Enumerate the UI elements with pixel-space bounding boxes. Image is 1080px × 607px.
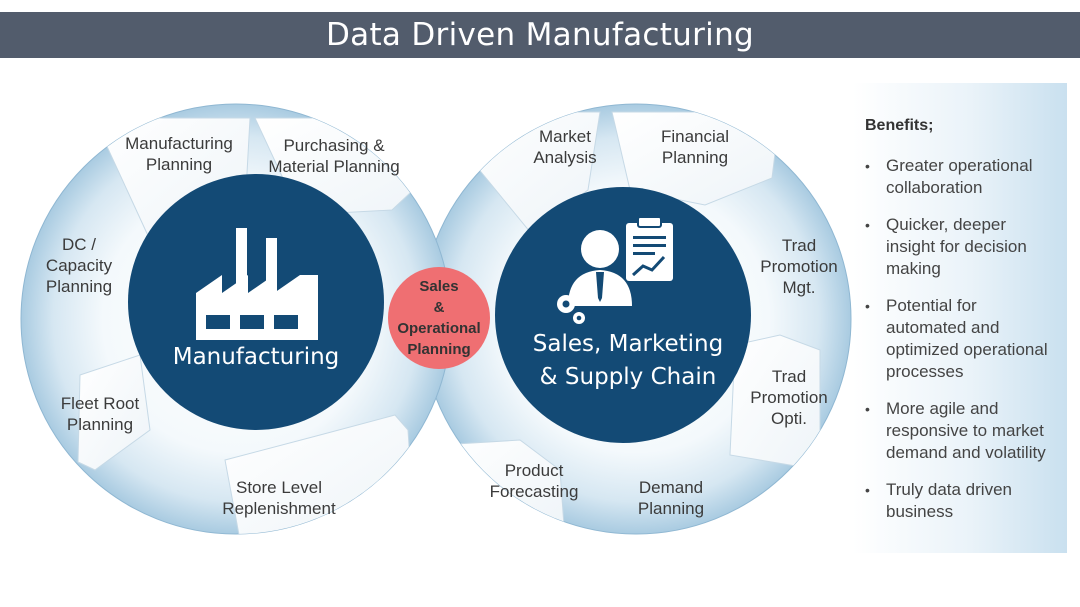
sop-center — [388, 267, 490, 369]
factory-icon — [196, 228, 318, 340]
bullet-icon: • — [865, 401, 870, 417]
list-item: • Truly data driven business — [865, 480, 1012, 521]
bullet-icon: • — [865, 158, 870, 174]
sales-marketing-hub — [495, 187, 751, 443]
segment-purchasing-material-planning: Purchasing & Material Planning — [268, 136, 400, 176]
segment-trad-promotion-mgt: Trad Promotion Mgt. — [760, 236, 838, 297]
segment-store-level-replenishment: Store Level Replenishment — [222, 478, 336, 518]
segment-financial-planning: Financial Planning — [660, 127, 730, 167]
benefits-panel: Benefits; • Greater operational collabor… — [853, 83, 1067, 553]
benefits-title: Benefits; — [865, 117, 934, 134]
segment-trad-promotion-opti: Trad Promotion Opti. — [750, 367, 828, 428]
bullet-icon: • — [865, 482, 870, 498]
list-item: • More agile and responsive to market de… — [865, 399, 1046, 462]
segment-market-analysis: Market Analysis — [533, 127, 597, 167]
list-item: • Potential for automated and optimized … — [865, 296, 1048, 381]
manufacturing-hub-label: Manufacturing — [172, 344, 340, 370]
sop-center-label: Sales & Operational Planning — [397, 278, 481, 358]
segment-demand-planning: Demand Planning — [637, 478, 705, 518]
segment-manufacturing-planning: Manufacturing Planning — [125, 134, 233, 174]
businessman-report-icon — [557, 216, 673, 324]
sales-marketing-hub-label: Sales, Marketing & Supply Chain — [532, 331, 724, 390]
segment-fleet-root-planning: Fleet Root Planning — [60, 394, 140, 434]
bullet-icon: • — [865, 217, 870, 233]
bullet-icon: • — [865, 298, 870, 314]
page-title: Data Driven Manufacturing — [0, 12, 1080, 58]
segment-product-forecasting: Product Forecasting — [489, 461, 579, 501]
list-item: • Quicker, deeper insight for decision m… — [865, 215, 1027, 278]
segment-dc-capacity-planning: DC / Capacity Planning — [45, 235, 113, 296]
list-item: • Greater operational collaboration — [865, 156, 1033, 197]
benefits-list: • Greater operational collaboration • Qu… — [865, 155, 1065, 538]
